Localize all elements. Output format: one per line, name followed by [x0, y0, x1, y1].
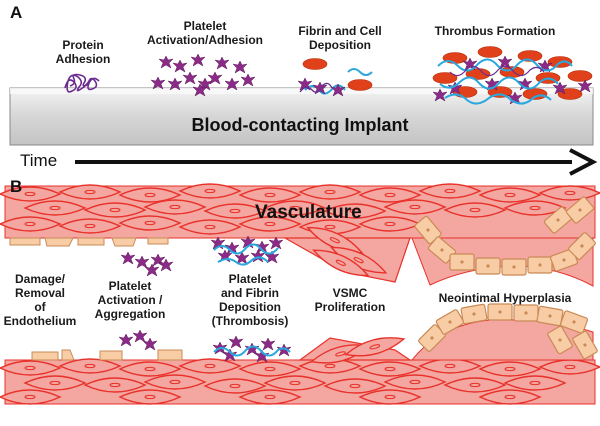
protein-adhesion-icon [64, 73, 100, 93]
thrombus-formation-icon [432, 46, 593, 105]
label-line: of [34, 300, 46, 314]
vsmc-proliferation-bottom [298, 331, 412, 370]
label-thrombosis: Platelet and Fibrin Deposition (Thrombos… [195, 272, 305, 328]
label-line: Removal [14, 286, 66, 300]
label-line: Activation / [97, 293, 163, 307]
vessel-wall-top [0, 183, 600, 239]
fibrin-deposition-icon [297, 58, 373, 97]
stage-label-line: Fibrin and Cell [298, 24, 382, 38]
label-line: Endothelium [3, 314, 77, 328]
stage-label-thrombus-formation: Thrombus Formation [425, 24, 565, 38]
panel-b-letter: B [10, 177, 23, 196]
stage-label-line: Platelet [183, 19, 227, 33]
label-line: Platelet [228, 272, 272, 286]
label-platelet-aggregation: Platelet Activation / Aggregation [80, 279, 180, 321]
endothelium-bottom-damaged [31, 349, 183, 361]
label-line: Damage/ [14, 272, 66, 286]
stage-label-platelet-activation: Platelet Activation/Adhesion [140, 19, 270, 47]
label-damage-endothelium: Damage/ Removal of Endothelium [0, 272, 80, 328]
neointima-top [411, 195, 597, 287]
label-line: Platelet [108, 279, 152, 293]
stage-label-line: Adhesion [55, 52, 111, 66]
panel-a-letter: A [10, 3, 23, 22]
thrombus-top [210, 235, 284, 266]
stage-label-protein-adhesion: Protein Adhesion [48, 38, 118, 66]
time-arrow [75, 148, 598, 176]
label-line: VSMC [332, 286, 368, 300]
label-line: Deposition [219, 300, 281, 314]
neointima-bottom [410, 303, 599, 361]
label-line: (Thrombosis) [211, 314, 289, 328]
label-line: Proliferation [314, 300, 386, 314]
label-line: Aggregation [94, 307, 166, 321]
vessel-wall-bottom [0, 358, 600, 405]
endothelium-top-damaged [9, 237, 169, 247]
label-line: and Fibrin [221, 286, 279, 300]
stage-label-line: Protein [62, 38, 104, 52]
stage-label-line: Deposition [309, 38, 371, 52]
implant-label: Blood-contacting Implant [191, 115, 409, 135]
stage-label-fibrin-deposition: Fibrin and Cell Deposition [285, 24, 395, 52]
vasculature-label: Vasculature [255, 202, 362, 223]
stage-label-line: Activation/Adhesion [146, 33, 263, 47]
label-vsmc-proliferation: VSMC Proliferation [300, 286, 400, 314]
thrombus-bottom [212, 335, 292, 363]
stage-label-line: Thrombus Formation [434, 24, 556, 38]
vsmc-proliferation-top [282, 220, 411, 283]
time-label: Time [20, 151, 58, 170]
label-neointimal-hyperplasia: Neointimal Hyperplasia [438, 291, 572, 305]
